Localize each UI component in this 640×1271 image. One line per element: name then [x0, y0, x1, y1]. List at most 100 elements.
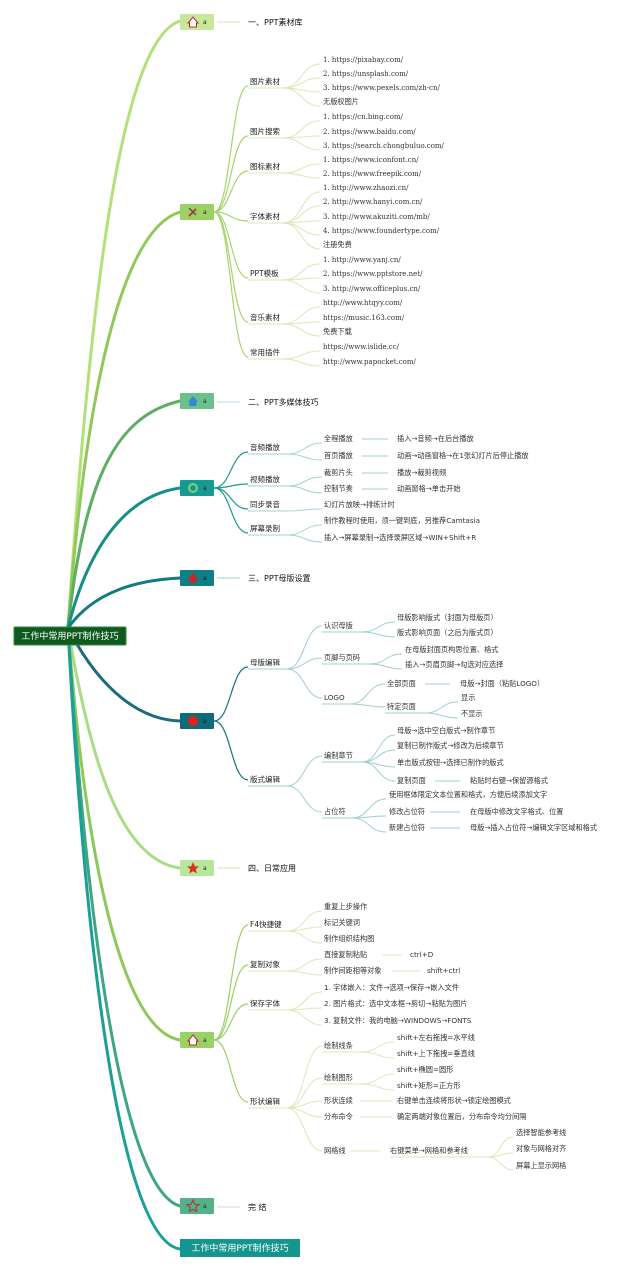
master-mother-edit: 母版编辑认识母版母版影响版式（封面为母版页）版式影响页面（之后为版式页）页脚与页… — [213, 613, 544, 722]
section-badge-5[interactable]: a — [180, 570, 214, 586]
section-badge-1[interactable]: a — [180, 14, 214, 30]
master-placeholder-item-detail: 母版→插入占位符→编辑文字区域和格式 — [470, 823, 597, 832]
connector-line — [286, 991, 323, 1011]
daily-font-item: 3. 复制文件：我的电脑→WINDOWS→FONTS — [324, 1016, 472, 1025]
master-placeholder-item-label: 使用框体限定文本位置和格式，方便后续添加文字 — [389, 790, 547, 799]
connector-line — [282, 63, 321, 89]
section-badge-8[interactable]: a — [180, 1032, 214, 1048]
connector-line — [286, 625, 323, 670]
section-badge-6[interactable]: a — [180, 713, 214, 729]
daily-shape-line-item: shift+上下拖拽=垂直线 — [397, 1049, 475, 1058]
section-badge-9[interactable]: a — [180, 1198, 214, 1214]
connector-line — [213, 211, 249, 279]
material-group-label: 图片素材 — [250, 76, 280, 86]
connector-line — [361, 631, 396, 638]
material-item: 3. http://www.officeplus.cn/ — [323, 285, 421, 293]
material-group-label: 字体素材 — [250, 211, 280, 221]
connector-line — [282, 222, 321, 236]
connector-line — [286, 524, 323, 536]
connector-line — [213, 1039, 249, 1103]
material-item: 1. https://pixabay.com/ — [323, 56, 404, 64]
connector-line — [282, 87, 321, 107]
daily-shape-graph-item: shift+椭圆=圆形 — [397, 1065, 453, 1074]
material-item: 3. https://search.chongbuluo.com/ — [323, 142, 445, 150]
master-header-item: 插入→页眉页脚→勾选对应选择 — [405, 660, 503, 669]
connector-line — [213, 720, 249, 781]
connector-line — [369, 663, 403, 670]
daily-font-item: 2. 图片格式：选中文本框→剪切→粘贴为图片 — [324, 999, 467, 1008]
media-group: 音频播放全程播放插入→音频→在后台播放首页播放动画→动画窗格→在1张幻灯片后停止… — [213, 434, 529, 489]
media-item-detail: 插入→音频→在后台播放 — [397, 434, 474, 443]
badge-label: a — [203, 1203, 207, 1210]
master-placeholder-item-label: 修改占位符 — [389, 807, 425, 816]
master-logo-specific-item: 不显示 — [461, 709, 483, 718]
connector-line — [282, 137, 321, 151]
badge-label: a — [203, 1037, 207, 1044]
connector-line — [282, 306, 321, 325]
connector-line — [286, 1009, 323, 1026]
connector-line — [282, 163, 321, 174]
connector-line — [282, 323, 321, 337]
connector-line — [282, 191, 321, 224]
materials-branch: 图片素材 1. https://pixabay.com/2. https://un… — [213, 56, 445, 367]
section-badge-2[interactable]: a — [180, 204, 214, 220]
master-chapter-item: 母版→选中空白版式→制作章节 — [397, 726, 495, 735]
material-item: 1. http://www.yanj.cn/ — [323, 256, 401, 264]
master-header-label: 页脚与页码 — [324, 653, 360, 662]
connector-line — [213, 483, 249, 489]
daily-shape-graph-label: 绘制图形 — [324, 1073, 353, 1082]
material-item: 3. http://www.akuziti.com/mb/ — [323, 213, 430, 221]
connector-line — [349, 703, 386, 708]
daily-f4-item: 标记关键词 — [324, 918, 360, 927]
master-know-item: 母版影响版式（封面为母版页） — [397, 613, 498, 622]
material-group-label: 图标素材 — [250, 161, 280, 171]
media-group: 屏幕录制制作教程时使用，须一键到底，另推荐Camtasia插入→屏幕录制→选择录… — [213, 487, 480, 543]
section-badge-7[interactable]: a — [180, 860, 214, 876]
connector-line — [282, 205, 321, 224]
media-item-label: 制作教程时使用，须一键到底，另推荐Camtasia — [324, 516, 480, 525]
badge-label: a — [203, 398, 207, 405]
bottom-root-node[interactable]: 工作中常用PPT制作技巧 — [180, 1239, 300, 1257]
section-titles: 一、PPT素材库 二、PPT多媒体技巧 三、PPT母版设置 四、日常应用 完 结 — [217, 17, 319, 1212]
material-group-label: PPT模板 — [250, 268, 279, 278]
connector-line — [282, 172, 321, 179]
daily-shape-label: 形状编辑 — [250, 1096, 280, 1106]
connector-line — [213, 964, 249, 1041]
media-group-label: 音频播放 — [250, 442, 280, 452]
connector-line — [361, 1051, 395, 1059]
material-item: 3. https://www.pexels.com/zh-cn/ — [323, 84, 440, 92]
daily-copy-item-label: 直接复制粘贴 — [324, 950, 367, 959]
material-item: 1. http://www.zhaozi.cn/ — [323, 184, 409, 192]
connector-line — [487, 1136, 514, 1158]
daily-copy-item-detail: shift+ctrl — [427, 966, 460, 975]
master-chapter-copy-label: 复制页面 — [397, 776, 426, 785]
material-group-label: 音乐素材 — [250, 312, 280, 322]
red-dot-icon — [188, 716, 198, 726]
section-badge-4[interactable]: a — [180, 480, 214, 496]
daily-shape-grid-item: 对象与网格对齐 — [516, 1144, 566, 1153]
house-icon — [188, 396, 198, 406]
master-chapter-label: 编制章节 — [324, 751, 353, 760]
badge-label: a — [203, 19, 207, 26]
master-logo-all-detail: 母版→封面（粘贴LOGO） — [460, 679, 544, 688]
connector-line — [349, 683, 386, 705]
daily-shape-line-item: shift+左右拖拽=水平线 — [397, 1033, 475, 1042]
root-node[interactable]: 工作中常用PPT制作技巧 — [13, 626, 127, 646]
badge-label: a — [203, 718, 207, 725]
connector-line — [213, 211, 249, 358]
material-group-label: 常用插件 — [250, 347, 280, 357]
media-group-label: 同步录音 — [250, 499, 280, 509]
connector-line — [286, 1077, 323, 1109]
master-logo-all-label: 全部页面 — [387, 679, 416, 688]
section-title-daily: 四、日常应用 — [248, 863, 296, 873]
material-item: 注册免费 — [323, 240, 352, 249]
material-item: 2. https://unsplash.com/ — [323, 70, 409, 78]
connector-line — [286, 668, 323, 699]
connector-line — [487, 1152, 514, 1158]
section-badge-3[interactable]: a — [180, 393, 214, 409]
connector-line — [286, 476, 323, 487]
connector-line — [282, 358, 321, 367]
